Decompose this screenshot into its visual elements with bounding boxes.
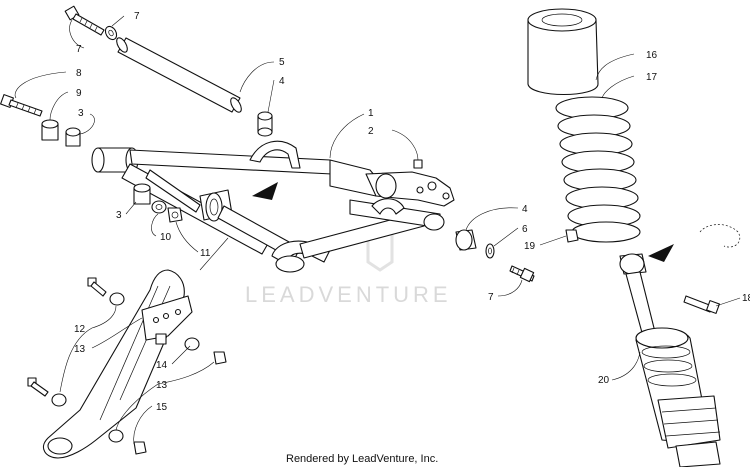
swing-arm [91, 140, 455, 273]
callout-3-top: 3 [78, 108, 84, 119]
callout-19: 19 [524, 241, 536, 252]
shock-assembly [527, 8, 741, 467]
callout-7-top: 7 [76, 44, 82, 55]
callout-14: 14 [156, 360, 168, 371]
callout-4-right: 4 [522, 204, 528, 215]
callout-7-right: 7 [488, 292, 494, 303]
callout-6-top: 7 [134, 11, 140, 22]
callout-9: 9 [76, 88, 82, 99]
callout-13-left: 13 [74, 344, 86, 355]
callout-labels: 7 7 5 4 8 9 3 1 2 3 10 11 4 6 7 16 17 18… [74, 11, 750, 413]
leader-lines [14, 15, 741, 445]
callout-6-right: 6 [522, 224, 528, 235]
callout-11: 11 [200, 248, 211, 259]
mid-fasteners [133, 183, 183, 223]
callout-16: 16 [646, 50, 658, 61]
callout-13-right: 13 [156, 380, 168, 391]
callout-2: 2 [368, 126, 374, 137]
callout-10: 10 [160, 232, 172, 243]
callout-12: 12 [74, 324, 86, 335]
bolt-top [64, 5, 105, 36]
callout-18: 18 [742, 293, 750, 304]
callout-15: 15 [156, 402, 168, 413]
pivot-shaft-group [64, 5, 273, 137]
spring [555, 96, 641, 243]
watermark: LEADVENTURE [245, 219, 452, 307]
left-bolt-stack [0, 94, 81, 147]
right-fasteners [455, 229, 535, 283]
callout-17: 17 [646, 72, 658, 83]
watermark-text: LEADVENTURE [245, 282, 452, 307]
strap-assembly [27, 269, 227, 459]
callout-8: 8 [76, 68, 82, 79]
callout-20: 20 [598, 375, 610, 386]
callout-4-top: 4 [279, 76, 285, 87]
footer-credit: Rendered by LeadVenture, Inc. [286, 453, 438, 465]
callout-3-mid: 3 [116, 210, 122, 221]
callout-5: 5 [279, 57, 285, 68]
callout-1: 1 [368, 108, 374, 119]
